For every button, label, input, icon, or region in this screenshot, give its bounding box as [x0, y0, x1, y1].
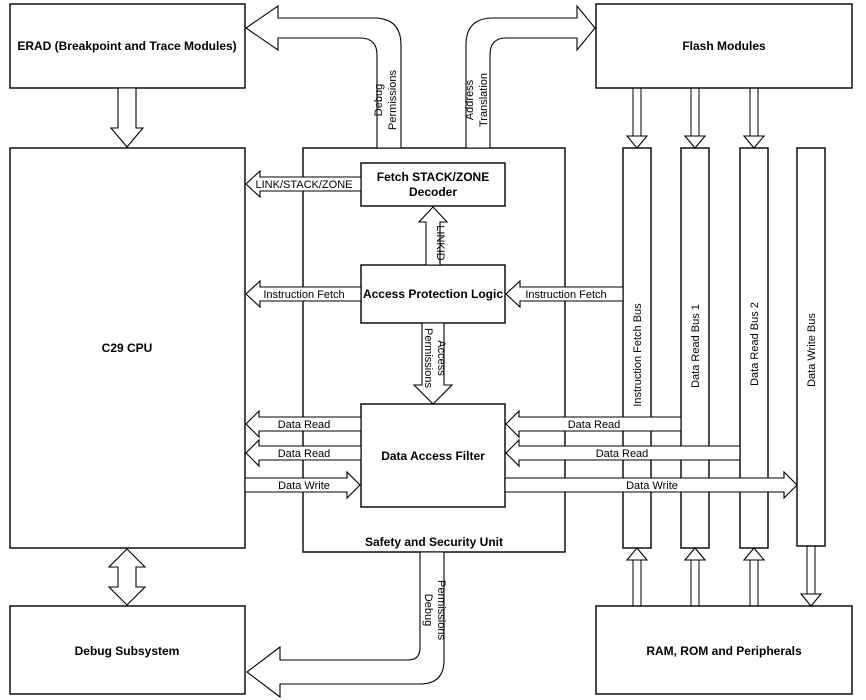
erad-to-cpu-arrow: [109, 87, 145, 148]
fetch-decoder-label-1: Fetch STACK/ZONE: [377, 170, 489, 184]
data-access-filter-block: Data Access Filter: [360, 403, 506, 508]
data-read-right-2-label: Data Read: [596, 448, 649, 460]
access-protection-logic-block: Access Protection Logic: [360, 264, 506, 324]
data-write-right-arrow: [504, 470, 798, 500]
data-read-left-2-label: Data Read: [278, 448, 331, 460]
bus-to-ram-links: [625, 546, 823, 607]
debug-permissions-bottom-label-2: Permissions: [435, 580, 447, 640]
link-stack-zone-arrow: [245, 169, 362, 199]
link-stack-zone-label: LINK/STACK/ZONE: [256, 179, 353, 191]
instruction-fetch-right-label: Instruction Fetch: [525, 289, 606, 301]
access-permissions-arrow: [412, 322, 454, 405]
fetch-decoder-label-2: Decoder: [409, 185, 457, 199]
debug-subsystem-block: Debug Subsystem: [9, 605, 246, 695]
linkid-arrow: [417, 206, 449, 266]
flash-modules-label: Flash Modules: [682, 39, 766, 53]
access-protection-logic-label: Access Protection Logic: [363, 287, 503, 301]
instruction-fetch-right-arrow: [505, 279, 624, 309]
data-write-bus: Data Write Bus: [796, 147, 826, 547]
address-translation-arrow: [465, 4, 596, 149]
c29-cpu-block: C29 CPU: [9, 147, 246, 549]
data-read-bus-2-label: Data Read Bus 2: [749, 302, 761, 386]
cpu-debug-bidirectional-arrow: [107, 548, 147, 606]
debug-subsystem-label: Debug Subsystem: [75, 644, 180, 658]
data-read-left-1-label: Data Read: [278, 419, 331, 431]
access-permissions-label-1: Access: [435, 340, 447, 376]
debug-permissions-bottom-label-1: Debug: [422, 594, 434, 626]
safety-security-unit-label: Safety and Security Unit: [365, 535, 503, 549]
flash-modules-block: Flash Modules: [595, 3, 853, 89]
data-write-right-label: Data Write: [626, 480, 678, 492]
data-read-right-1-label: Data Read: [568, 419, 621, 431]
erad-block: ERAD (Breakpoint and Trace Modules): [9, 3, 246, 89]
debug-permissions-top-arrow: [245, 4, 402, 149]
instruction-fetch-bus-label: Instruction Fetch Bus: [632, 303, 644, 407]
flash-to-bus-arrows: [625, 88, 766, 149]
linkid-label: LINKID: [434, 225, 446, 261]
data-read-bus-1-label: Data Read Bus 1: [690, 304, 702, 388]
ram-rom-peripherals-label: RAM, ROM and Peripherals: [646, 644, 802, 658]
data-access-filter-label: Data Access Filter: [381, 449, 485, 463]
c29-cpu-label: C29 CPU: [102, 341, 153, 355]
data-write-left-arrow: [244, 470, 361, 500]
instruction-fetch-left-label: Instruction Fetch: [263, 289, 344, 301]
data-write-bus-label: Data Write Bus: [806, 313, 818, 387]
erad-label: ERAD (Breakpoint and Trace Modules): [17, 39, 236, 53]
debug-permissions-bottom-arrow: [246, 551, 445, 699]
data-read-left-2-arrow: [245, 438, 362, 468]
debug-permissions-top-label-2: Permissions: [387, 70, 399, 130]
instruction-fetch-left-arrow: [245, 279, 362, 309]
data-read-right-1-arrow: [505, 409, 682, 439]
data-read-left-1-arrow: [245, 409, 362, 439]
access-permissions-label-2: Permissions: [422, 328, 434, 388]
ram-rom-peripherals-block: RAM, ROM and Peripherals: [595, 605, 853, 695]
data-read-right-2-arrow: [505, 438, 741, 468]
address-translation-label-1: Address: [464, 79, 476, 120]
data-write-left-label: Data Write: [278, 480, 330, 492]
debug-permissions-top-label-1: Debug: [373, 84, 385, 116]
fetch-decoder-block: Fetch STACK/ZONE Decoder: [360, 162, 506, 207]
address-translation-label-2: Translation: [478, 73, 490, 127]
